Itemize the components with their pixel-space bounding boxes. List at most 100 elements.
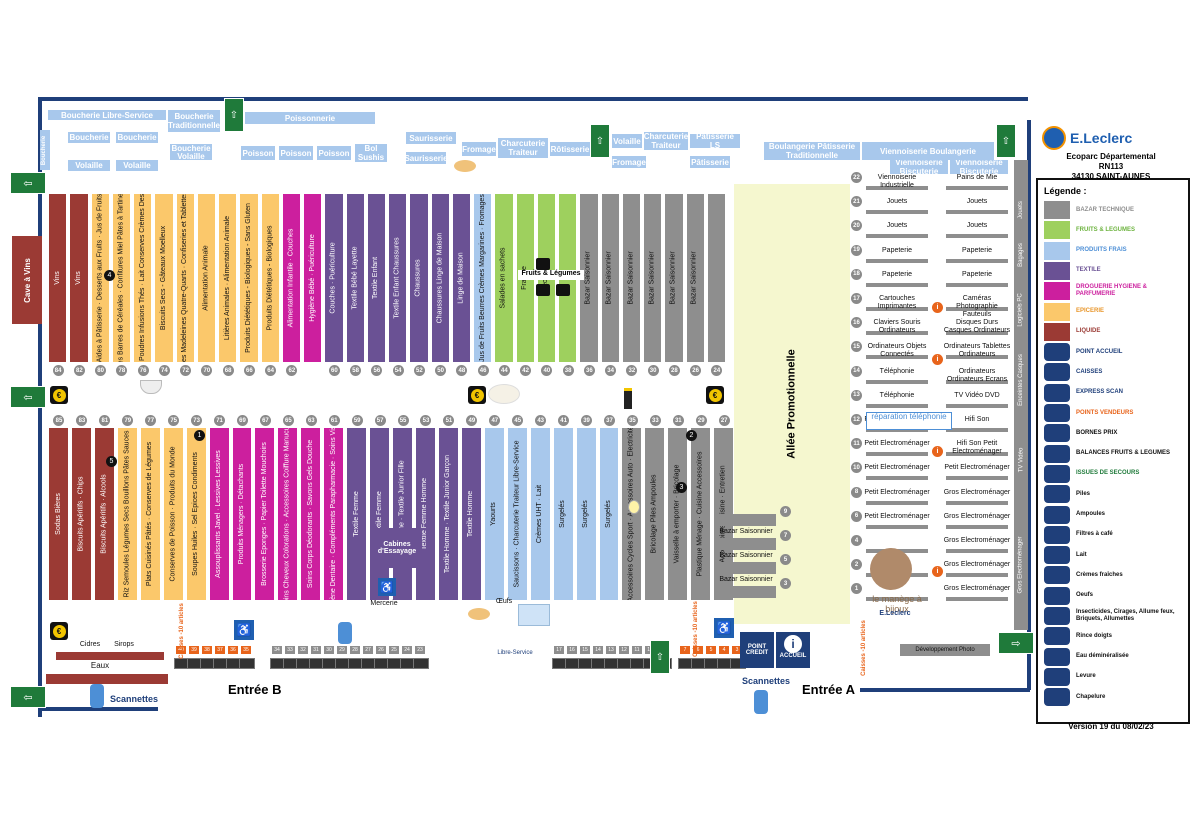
seller-icon[interactable]: i — [932, 302, 943, 313]
aisle-shelf: Vaisselle à emporter · Bricolage — [668, 428, 688, 600]
price-terminal-icon[interactable]: € — [50, 386, 68, 404]
aisle-number: 60 — [328, 365, 340, 376]
aisle-shelf: Soins Corps Déodorants · Savons Gels Dou… — [301, 428, 321, 600]
bazar-shelf — [716, 562, 776, 574]
aisle-label: Crèmes UHT · Lait — [536, 484, 544, 544]
point-credit[interactable]: POINT CREDIT — [740, 632, 774, 668]
checkout-number: 35 — [241, 646, 251, 654]
checkout-number: 14 — [593, 646, 603, 654]
aisle-number: 67 — [259, 415, 271, 426]
checkout-number: 31 — [311, 646, 321, 654]
scanner-icon[interactable] — [90, 684, 104, 708]
aisle-label: Linge de Maison — [457, 252, 465, 304]
coffee-filter-icon — [1044, 525, 1070, 544]
marker-4: 4 — [104, 270, 115, 281]
aisle-shelf: Textile Bébé Layette — [346, 194, 364, 362]
aisle-label: Biscottes Barres de Céréales · Confiture… — [117, 194, 125, 362]
accessibility-icon: ♿ — [378, 578, 396, 596]
row-shelf — [946, 258, 1008, 263]
row-label-right: Gros Electroménager — [943, 488, 1011, 496]
aisle-shelf: Sodas Bières — [49, 428, 68, 600]
aisle-shelf: Alimentation Animale — [197, 194, 215, 362]
emergency-exit-icon — [1044, 464, 1070, 483]
aisle-shelf: Yaourts — [484, 428, 504, 600]
aisle-number: 68 — [222, 365, 234, 376]
row-label-right: Ordinateurs Ordinateurs Ecrans — [946, 367, 1008, 383]
scanner-icon[interactable] — [754, 690, 768, 714]
price-terminal-icon[interactable]: € — [50, 622, 68, 640]
aisle-shelf: Bazar Saisonnier — [686, 194, 704, 362]
checkout-number: 33 — [285, 646, 295, 654]
eaux-shelf-1 — [56, 652, 164, 660]
legend-label: Chapelure — [1076, 693, 1106, 700]
boulangerie-patisserie-counter: Boulangerie Pâtisserie Traditionnelle — [764, 142, 860, 160]
aisle-number: 28 — [668, 365, 680, 376]
seller-icon[interactable]: i — [932, 446, 943, 457]
aisle-shelf: Jus de Fruits Beurres Crèmes Margarines … — [474, 194, 492, 362]
aisle-shelf: Soins Cheveux Colorations · Accessoires … — [278, 428, 298, 600]
price-terminal-icon[interactable]: € — [468, 386, 486, 404]
checkout-number: 5 — [706, 646, 716, 654]
marker-1 — [1044, 607, 1070, 625]
row-shelf — [866, 476, 928, 481]
checkout-number: 3 — [732, 646, 742, 654]
aisle-number: 76 — [137, 365, 149, 376]
aisle-label: Sodas Bières — [54, 493, 62, 535]
row-shelf — [866, 597, 928, 602]
caisses-10-left: Caisses -10 articles — [179, 603, 185, 659]
legend-item: Filtres à café — [1044, 525, 1184, 545]
marker-5 — [1044, 688, 1070, 707]
legend-label: Filtres à café — [1076, 531, 1113, 538]
cashier-icon[interactable] — [239, 658, 255, 669]
aisle-label: Produits Ménagers · Détachants — [237, 463, 245, 565]
scanner-icon[interactable] — [338, 622, 352, 644]
legend-label: POINTS VENDEURS — [1076, 409, 1134, 416]
aisle-number: 53 — [420, 415, 432, 426]
aisle-number: 43 — [535, 415, 547, 426]
aisle-label: Alimentation Animale — [202, 245, 210, 311]
aisle-shelf: Brosserie Eponges · Papier Toilette Mouc… — [255, 428, 275, 600]
legend-item: Lait — [1044, 545, 1184, 565]
legend-item: CAISSES — [1044, 362, 1184, 382]
battery-icon — [1044, 485, 1070, 504]
accueil-desk[interactable]: i ACCUEIL — [776, 632, 810, 668]
aisle-number: 82 — [73, 365, 85, 376]
outer-wall-bottom — [38, 707, 158, 711]
aisle-label: Saucissons · Charcuterie Traiteur Libre-… — [513, 440, 521, 588]
cashier-icon[interactable] — [413, 658, 429, 669]
seller-icon[interactable]: i — [932, 566, 943, 577]
row-number: 6 — [851, 510, 862, 522]
row-shelf — [946, 186, 1008, 190]
row-label-right: Papeterie — [962, 246, 992, 254]
aisle-shelf: Alimentation Infantile · Couches — [282, 194, 300, 362]
aisle-label: Soins Cheveux Colorations · Accessoires … — [283, 428, 291, 600]
aisle-number: 74 — [158, 365, 170, 376]
aisle-shelf: Textile Femme — [347, 428, 367, 600]
aisle-label: Plastique Ménage · Cuisine Accessoires — [696, 451, 704, 577]
aisle-number: 29 — [695, 415, 707, 426]
aisle-shelf: Textile Enfant Chaussures — [389, 194, 407, 362]
aisle-number: 41 — [558, 415, 570, 426]
aisle-label: Bazar Saisonnier — [584, 251, 592, 305]
outer-wall-right — [1027, 120, 1031, 690]
allee-promotionnelle: Allée Promotionnelle — [734, 184, 850, 624]
right-wall-band — [1014, 160, 1028, 630]
right-wall-enceintes: Enceintes Casques — [1018, 354, 1025, 406]
aisle-label: Hygiène Bébé · Puériculture — [308, 234, 316, 322]
aisle-label: Bricolage Piles Ampoules — [650, 474, 658, 554]
legend-label: EXPRESS SCAN — [1076, 389, 1124, 396]
legend-swatch — [1044, 241, 1070, 260]
legend-swatch — [1044, 201, 1070, 219]
aisle-shelf: Chocolats Poudres Infusions Thés · Lait … — [134, 194, 152, 362]
eaux-shelf-2 — [46, 674, 168, 684]
scale-icon — [536, 258, 550, 270]
checkout-number: 16 — [567, 646, 577, 654]
row-number: 10 — [851, 462, 862, 474]
poissonnerie-counter: Poissonnerie — [245, 112, 375, 124]
row-label-left: Cartouches Imprimantes — [877, 295, 917, 310]
seller-icon[interactable]: i — [932, 354, 943, 365]
price-terminal-icon[interactable]: € — [706, 386, 724, 404]
legend-item: Eau déminéralisée — [1044, 647, 1184, 667]
aisle-shelf: Surgelés — [553, 428, 573, 600]
legend-item: Chapelure — [1044, 687, 1184, 707]
